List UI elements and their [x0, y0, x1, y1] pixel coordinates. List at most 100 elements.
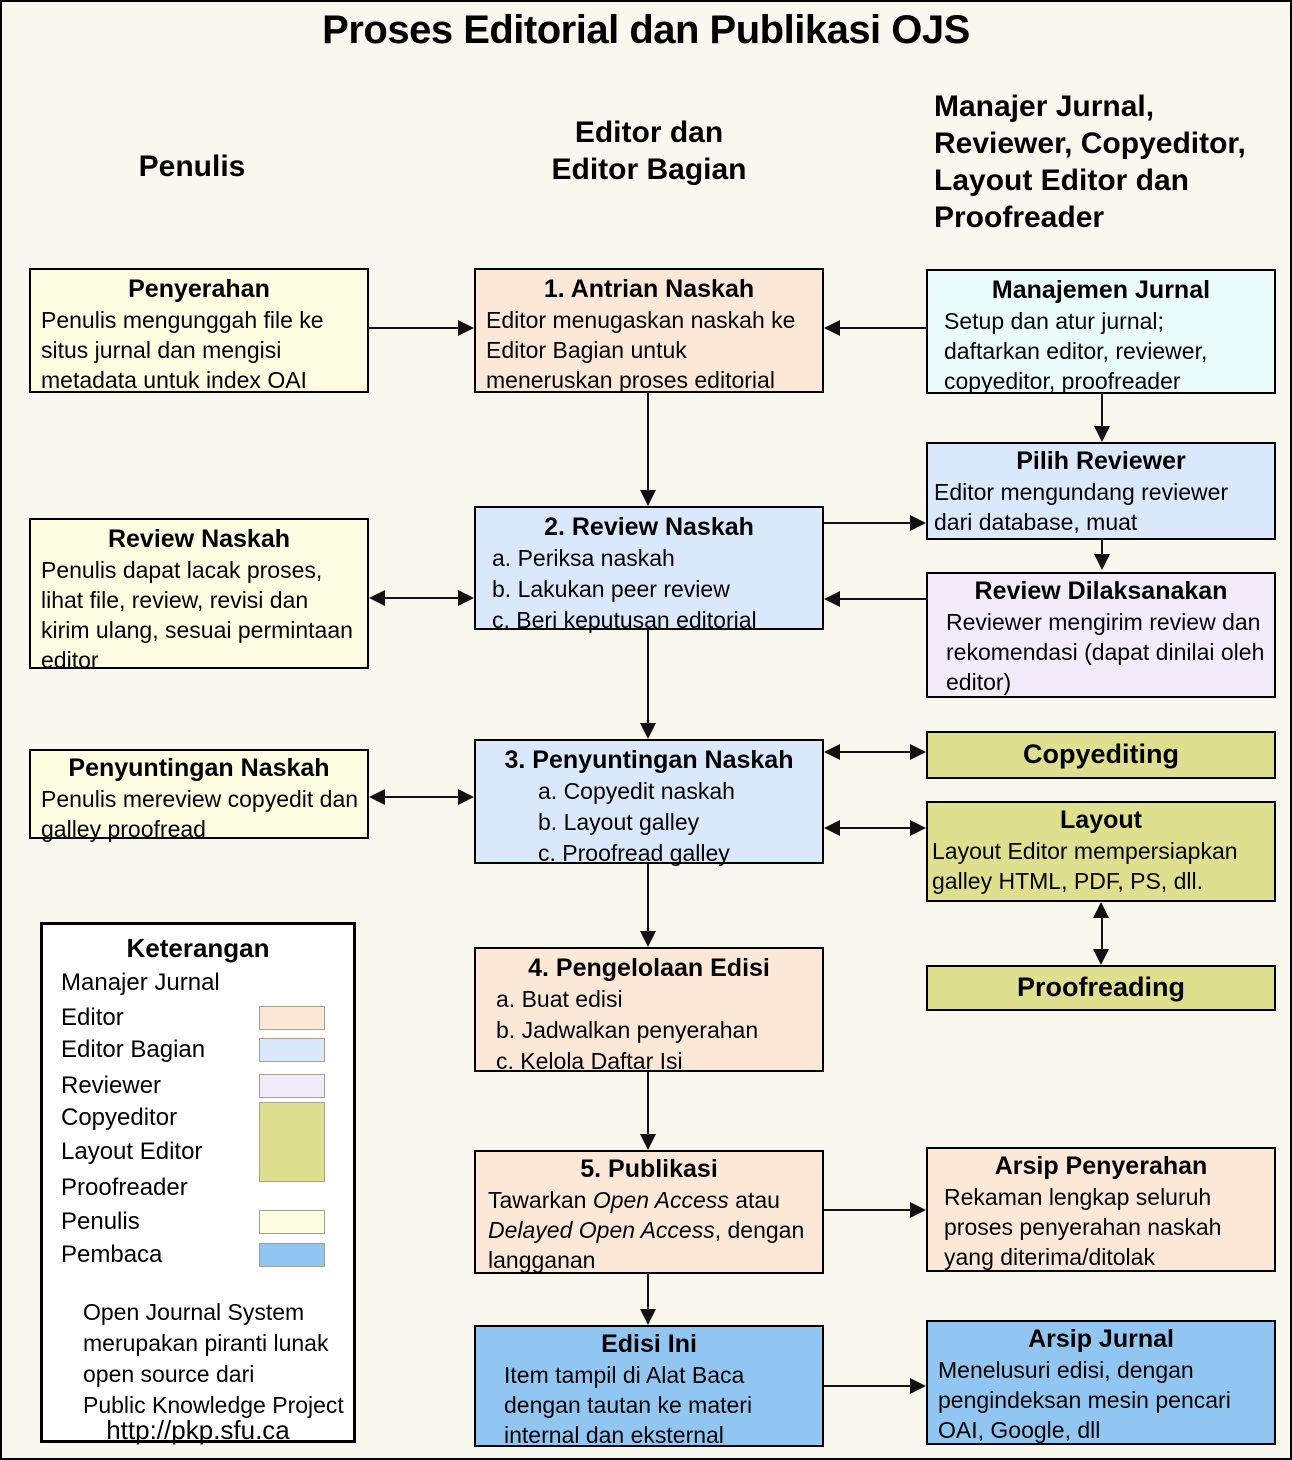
box-pilih-reviewer-body: Editor mengundang reviewer dari database… — [934, 479, 1229, 535]
arrow-penyuntingan-bidir-left-head1 — [369, 789, 385, 805]
box-penyuntingan-naskah: 3. Penyuntingan Naskah a. Copyedit naska… — [474, 739, 824, 866]
box-penyerahan-body: Penulis mengunggah file ke situs jurnal … — [41, 307, 324, 393]
box-penyuntingan-naskah-item-b: b. Layout galley — [538, 809, 700, 835]
legend-swatch-copyeditor-layout-proofreader — [259, 1102, 325, 1182]
legend-note-line3: open source dari — [83, 1361, 255, 1387]
box-review-naskah-penulis-body: Penulis dapat lacak proses, lihat file, … — [41, 557, 353, 673]
column-header-editor: Editor dan Editor Bagian — [474, 114, 824, 188]
legend-label-copyeditor: Copyeditor — [61, 1104, 178, 1131]
box-edisi-ini-body: Item tampil di Alat Baca dengan tautan k… — [504, 1362, 753, 1448]
box-arsip-jurnal-body: Menelusuri edisi, dengan pengindeksan me… — [938, 1357, 1231, 1443]
box-penyuntingan-penulis-body: Penulis mereview copyedit dan galley pro… — [41, 786, 359, 842]
legend-label-manajer-jurnal: Manajer Jurnal — [61, 969, 220, 996]
legend-swatch-reviewer — [259, 1074, 325, 1098]
box-pengelolaan-edisi-item-c: c. Kelola Daftar Isi — [496, 1048, 683, 1074]
box-publikasi: 5. Publikasi Tawarkan Open Access atau D… — [474, 1150, 824, 1274]
arrow-antrian-to-review-line — [647, 393, 649, 492]
box-arsip-jurnal-title: Arsip Jurnal — [1028, 1325, 1174, 1353]
legend-label-pembaca: Pembaca — [61, 1241, 163, 1268]
box-arsip-penyerahan-title: Arsip Penyerahan — [994, 1152, 1208, 1180]
box-proofreading: Proofreading — [926, 965, 1276, 1011]
arrow-penyuntingan-layout-line — [840, 827, 910, 829]
legend-note-line1: Open Journal System — [83, 1299, 305, 1325]
box-pengelolaan-edisi: 4. Pengelolaan Edisi a. Buat edisi b. Ja… — [474, 947, 824, 1074]
arrow-review-bidir-left-head2 — [458, 590, 474, 606]
arrow-manajemen-to-pilih-head — [1094, 426, 1110, 442]
legend-swatch-editor-bagian — [259, 1038, 325, 1062]
box-antrian-naskah: 1. Antrian Naskah Editor menugaskan nask… — [474, 268, 824, 393]
column-header-editor-line2: Editor Bagian — [551, 153, 747, 186]
column-header-manajer-line4: Proofreader — [934, 201, 1105, 234]
column-header-editor-line1: Editor dan — [574, 116, 724, 149]
box-antrian-naskah-body: Editor menugaskan naskah ke Editor Bagia… — [486, 307, 796, 393]
legend-label-proofreader: Proofreader — [61, 1174, 188, 1201]
arrow-edisi-to-arsip-jurnal-head — [910, 1378, 926, 1394]
legend-label-layout-editor: Layout Editor — [61, 1138, 203, 1165]
arrow-pengelolaan-to-publikasi-line — [647, 1072, 649, 1135]
arrow-penyerahan-to-antrian-line — [369, 327, 460, 329]
box-review-naskah-item-c: c. Beri keputusan editorial — [492, 607, 757, 633]
column-header-penulis: Penulis — [138, 150, 246, 183]
box-arsip-jurnal: Arsip Jurnal Menelusuri edisi, dengan pe… — [926, 1320, 1276, 1445]
arrow-penyuntingan-to-pengelolaan-head — [640, 931, 656, 947]
arrow-dilaksanakan-to-review-line — [840, 598, 926, 600]
legend-label-penulis: Penulis — [61, 1208, 140, 1235]
box-review-naskah-penulis: Review Naskah Penulis dapat lacak proses… — [29, 518, 369, 673]
box-penyuntingan-naskah-title: 3. Penyuntingan Naskah — [504, 746, 794, 774]
legend-note-line4: Public Knowledge Project — [83, 1392, 344, 1418]
arrow-penyerahan-to-antrian-head — [458, 320, 474, 336]
box-arsip-penyerahan-body: Rekaman lengkap seluruh proses penyeraha… — [944, 1184, 1222, 1270]
arrow-review-bidir-left-head1 — [369, 590, 385, 606]
legend-title: Keterangan — [126, 933, 270, 963]
box-arsip-penyerahan: Arsip Penyerahan Rekaman lengkap seluruh… — [926, 1147, 1276, 1272]
arrow-edisi-to-arsip-jurnal-line — [824, 1385, 910, 1387]
arrow-layout-proofreading-head-down — [1093, 949, 1109, 965]
box-layout: Layout Layout Editor mempersiapkan galle… — [926, 801, 1276, 902]
box-manajemen-jurnal-title: Manajemen Jurnal — [991, 276, 1211, 304]
box-review-dilaksanakan: Review Dilaksanakan Reviewer mengirim re… — [926, 572, 1276, 698]
box-review-dilaksanakan-body: Reviewer mengirim review dan rekomendasi… — [946, 609, 1265, 695]
arrow-review-bidir-left-line — [385, 597, 458, 599]
arrow-review-to-penyuntingan-head — [640, 723, 656, 739]
arrow-manajemen-to-pilih-line — [1101, 394, 1103, 427]
box-manajemen-jurnal: Manajemen Jurnal Setup dan atur jurnal; … — [926, 269, 1276, 394]
arrow-publikasi-to-edisi-line — [647, 1274, 649, 1310]
arrow-publikasi-to-arsip-line — [824, 1209, 910, 1211]
box-edisi-ini: Edisi Ini Item tampil di Alat Baca denga… — [474, 1325, 824, 1448]
arrow-manajemen-to-antrian-line — [840, 327, 926, 329]
arrow-layout-proofreading-line — [1101, 916, 1103, 951]
arrow-pilih-to-dilaksanakan-head — [1094, 554, 1110, 570]
legend-note: Open Journal System merupakan piranti lu… — [83, 1297, 344, 1421]
column-header-manajer: Manajer Jurnal, Reviewer, Copyeditor, La… — [934, 88, 1284, 236]
page-title: Proses Editorial dan Publikasi OJS — [322, 8, 970, 52]
column-header-manajer-line2: Reviewer, Copyeditor, — [934, 127, 1246, 160]
arrow-penyuntingan-copyediting-head2 — [910, 744, 926, 760]
arrow-review-to-penyuntingan-line — [647, 630, 649, 724]
box-penyuntingan-penulis: Penyuntingan Naskah Penulis mereview cop… — [29, 749, 369, 842]
arrow-pilih-to-dilaksanakan-line — [1101, 540, 1103, 555]
box-layout-title: Layout — [1060, 806, 1142, 834]
box-review-naskah-penulis-title: Review Naskah — [107, 525, 291, 553]
arrow-publikasi-to-arsip-head — [910, 1202, 926, 1218]
arrow-layout-proofreading-head-up — [1093, 902, 1109, 918]
box-manajemen-jurnal-body: Setup dan atur jurnal; daftarkan editor,… — [944, 308, 1208, 394]
arrow-penyuntingan-copyediting-line — [840, 751, 910, 753]
box-penyerahan-title: Penyerahan — [128, 275, 270, 303]
box-antrian-naskah-title: 1. Antrian Naskah — [543, 275, 755, 303]
box-publikasi-title: 5. Publikasi — [580, 1155, 718, 1183]
box-pengelolaan-edisi-item-b: b. Jadwalkan penyerahan — [496, 1017, 759, 1043]
legend-url: http://pkp.sfu.ca — [106, 1415, 290, 1445]
arrow-review-to-pilih-line — [824, 522, 910, 524]
legend-label-editor-bagian: Editor Bagian — [61, 1036, 206, 1063]
arrow-pengelolaan-to-publikasi-head — [640, 1134, 656, 1150]
box-penyuntingan-naskah-item-a: a. Copyedit naskah — [538, 778, 735, 804]
arrow-penyuntingan-layout-head1 — [824, 820, 840, 836]
column-header-manajer-line3: Layout Editor dan — [934, 164, 1189, 197]
arrow-antrian-to-review-head — [640, 490, 656, 506]
box-pilih-reviewer-title: Pilih Reviewer — [1016, 447, 1186, 475]
box-proofreading-title: Proofreading — [1016, 972, 1185, 1002]
box-review-naskah: 2. Review Naskah a. Periksa naskah b. La… — [474, 506, 824, 633]
box-copyediting-title: Copyediting — [1023, 739, 1179, 769]
arrow-dilaksanakan-to-review-head — [824, 591, 840, 607]
